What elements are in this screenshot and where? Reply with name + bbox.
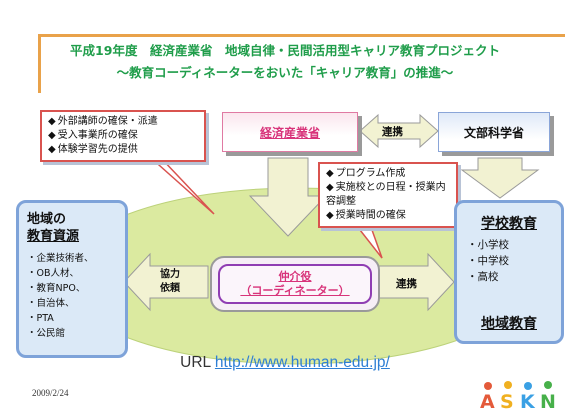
- svg-text:N: N: [540, 391, 556, 412]
- callout-left-item: 体験学習先の提供: [48, 143, 198, 157]
- local-resources-box: 地域の 教育資源 ・企業技術者、 ・OB人材、 ・教育NPO、 ・自治体、 ・P…: [16, 200, 128, 358]
- callout-right-item: プログラム作成: [326, 167, 450, 181]
- local-resource-item: ・教育NPO、: [27, 283, 86, 294]
- mext-down-arrow: [460, 157, 540, 199]
- school-title: 学校教育: [481, 216, 537, 232]
- school-item: ・小学校: [467, 239, 509, 251]
- request-label-2: 依頼: [160, 283, 180, 294]
- local-resources-title-2: 教育資源: [27, 229, 80, 244]
- url-line: URL http://www.human-edu.jp/: [0, 354, 570, 372]
- callout-right-pointer: [358, 229, 383, 259]
- community-education-label: 地域教育: [481, 316, 537, 332]
- title-frame: [38, 34, 565, 93]
- callout-left-item: 受入事業所の確保: [48, 129, 198, 143]
- mext-box: 文部科学省: [438, 112, 550, 152]
- local-resource-item: ・公民館: [27, 328, 66, 339]
- meti-down-arrow: [248, 157, 328, 237]
- meti-box: 経済産業省: [222, 112, 358, 152]
- mext-label: 文部科学省: [463, 126, 524, 140]
- mediator-box: 仲介役 （コーディネーター）: [210, 256, 380, 312]
- askn-logo: A S K N: [480, 381, 556, 412]
- callout-right-item: 実施校との日程・授業内容調整: [326, 181, 450, 209]
- callout-left: 外部講師の確保・派遣 受入事業所の確保 体験学習先の提供: [40, 110, 206, 162]
- link-top-label: 連携: [382, 126, 403, 138]
- meti-label: 経済産業省: [259, 126, 320, 140]
- local-resource-item: ・PTA: [27, 313, 54, 324]
- local-resource-item: ・自治体、: [27, 298, 75, 309]
- local-resources-title-1: 地域の: [27, 212, 67, 227]
- school-box: 学校教育 ・小学校 ・中学校 ・高校 地域教育: [454, 200, 564, 344]
- title-line-1: 平成19年度 経済産業省 地域自律・民間活用型キャリア教育プロジェクト: [70, 43, 500, 58]
- local-resource-item: ・OB人材、: [27, 268, 79, 279]
- svg-text:K: K: [520, 391, 536, 412]
- request-left-arrow: [123, 252, 209, 312]
- url-prefix: URL: [180, 354, 215, 371]
- svg-text:S: S: [500, 391, 514, 412]
- local-resource-item: ・企業技術者、: [27, 253, 94, 264]
- school-item: ・中学校: [467, 255, 509, 267]
- mediator-line-2: （コーディネーター）: [240, 284, 350, 297]
- svg-text:A: A: [480, 391, 495, 412]
- title-line-2: ～教育コーディネーターをおいた「キャリア教育」の推進～: [116, 65, 454, 80]
- school-item: ・高校: [467, 271, 499, 283]
- date-stamp: 2009/2/24: [32, 388, 69, 398]
- callout-right: プログラム作成 実施校との日程・授業内容調整 授業時間の確保: [318, 162, 458, 228]
- mediator-inner: 仲介役 （コーディネーター）: [218, 264, 372, 304]
- link-right-arrow: [377, 252, 455, 312]
- request-label-1: 協力: [160, 269, 180, 280]
- callout-left-item: 外部講師の確保・派遣: [48, 115, 198, 129]
- callout-right-item: 授業時間の確保: [326, 209, 450, 223]
- url-link[interactable]: http://www.human-edu.jp/: [214, 354, 390, 371]
- link-right-label: 連携: [396, 278, 417, 290]
- mediator-line-1: 仲介役: [278, 270, 312, 283]
- request-label: 協力 依頼: [160, 268, 180, 296]
